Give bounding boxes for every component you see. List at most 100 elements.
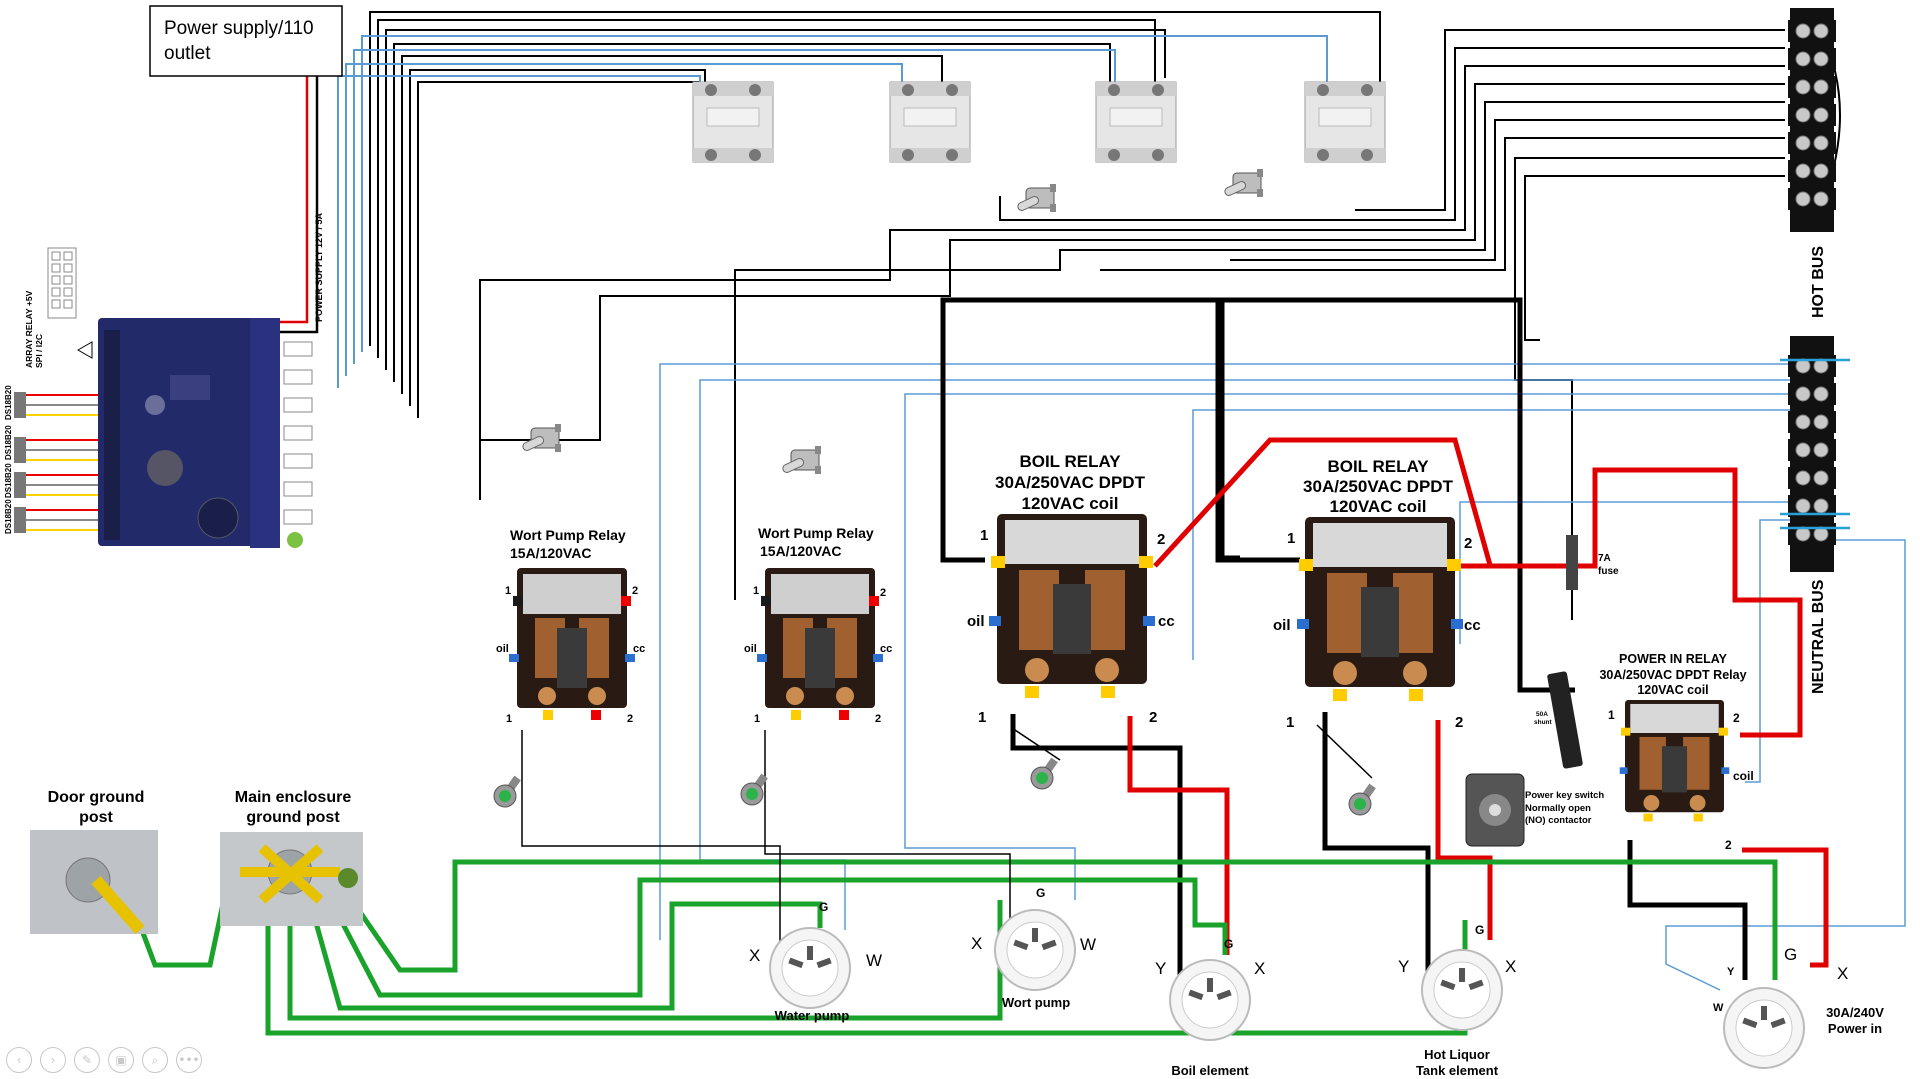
power-in-relay-coil: 120VAC coil <box>1637 683 1708 697</box>
boil-relay-2: BOIL RELAY 30A/250VAC DPDT 120VAC coil 1… <box>1273 457 1481 731</box>
hlt-element-label2: Tank element <box>1416 1063 1499 1078</box>
sensor-label-2: DS18B20 <box>4 425 13 460</box>
shunt-line2: shunt <box>1534 719 1553 726</box>
wort-relay-1-b2: 2 <box>627 713 633 725</box>
pilot-lights <box>493 757 1377 816</box>
fuse-line1: 7A <box>1598 553 1611 564</box>
water-pump-x: X <box>749 946 760 965</box>
boil-relay-1-b2: 2 <box>1149 709 1157 726</box>
boil-relay-1-title: BOIL RELAY <box>1019 452 1121 471</box>
controller-board: ARRAY RELAY +5V SPI / I2C POWER SUPPLY 1… <box>4 212 324 548</box>
toggle-switch-4 <box>1223 168 1264 198</box>
pen-icon[interactable]: ✎ <box>74 1047 100 1073</box>
power-in-relay-spec: 30A/250VAC DPDT Relay <box>1599 668 1746 682</box>
hot-bus-label: HOT BUS <box>1810 246 1827 318</box>
ssr-2 <box>889 81 971 163</box>
more-icon[interactable]: ••• <box>176 1047 202 1073</box>
back-icon[interactable]: ‹ <box>6 1047 32 1073</box>
power-in-relay-coil-terminal: coil <box>1733 769 1754 783</box>
slideshow-nav: ‹ › ✎ ▣ ⌕ ••• <box>6 1047 202 1073</box>
toggle-switch-1 <box>521 423 562 453</box>
forward-icon[interactable]: › <box>40 1047 66 1073</box>
main-ground-post: Main enclosure ground post <box>220 789 363 926</box>
power-key-switch: Power key switch Normally open (NO) cont… <box>1465 773 1604 847</box>
shunt-line1: 50A <box>1536 711 1548 718</box>
key-switch-line2: Normally open <box>1525 803 1591 814</box>
wort-relay-2-oil: oil <box>744 643 757 655</box>
neutral-wires <box>659 363 1906 991</box>
wort-relay-2-b2: 2 <box>875 713 881 725</box>
hot-line-wires <box>1127 437 1829 968</box>
power-in-relay-t1: 1 <box>1608 708 1615 722</box>
power-supply-line1: Power supply/110 <box>164 18 314 39</box>
fuse-line2: fuse <box>1598 566 1619 577</box>
zoom-icon[interactable]: ⌕ <box>142 1047 168 1073</box>
array-relay-label: ARRAY RELAY +5V <box>24 290 34 368</box>
hlt-element-y: Y <box>1398 957 1409 976</box>
boil-relay-1: BOIL RELAY 30A/250VAC DPDT 120VAC coil 1… <box>967 452 1175 726</box>
sensor-label-3: DS18B20 <box>4 463 13 498</box>
door-ground-line2: post <box>79 809 113 826</box>
power-supply-line2: outlet <box>164 43 211 64</box>
fuse: 7A fuse <box>1566 510 1619 620</box>
boil-element-outlet: Y X G Boil element <box>1155 937 1265 1078</box>
water-pump-label: Water pump <box>775 1008 850 1023</box>
water-pump-w: W <box>866 951 882 970</box>
wort-pump-outlet: X W G Wort pump <box>971 886 1096 1010</box>
power-in-relay-b2: 2 <box>1725 838 1732 852</box>
pilot-light-4 <box>1348 783 1377 816</box>
spi-i2c-label: SPI / I2C <box>34 334 44 368</box>
wort-relay-1-b1: 1 <box>506 713 512 725</box>
ssr-3 <box>1095 81 1177 163</box>
boil-element-y: Y <box>1155 959 1166 978</box>
hlt-element-x: X <box>1505 957 1516 976</box>
boil-relay-1-cc: cc <box>1158 613 1175 630</box>
boil-relay-2-t1: 1 <box>1287 530 1295 547</box>
boil-relay-2-b1: 1 <box>1286 714 1294 731</box>
wort-pump-w: W <box>1080 935 1096 954</box>
water-pump-g: G <box>819 900 828 914</box>
power-in-w: W <box>1713 1002 1724 1014</box>
sensor-label-4: DS18B20 <box>4 499 13 534</box>
wort-relay-2-title: Wort Pump Relay <box>758 525 874 541</box>
boil-relay-1-oil: oil <box>967 613 985 630</box>
ssr-4 <box>1304 81 1386 163</box>
signal-wires-blue <box>337 35 1328 388</box>
wort-relay-1-t2: 2 <box>632 585 638 597</box>
wort-pump-relay-1: Wort Pump Relay 15A/120VAC 1 2 oil cc 1 … <box>496 527 645 725</box>
door-ground-post: Door ground post <box>30 789 158 934</box>
hot-bus: HOT BUS <box>1787 8 1837 318</box>
wort-pump-relay-2: Wort Pump Relay 15A/120VAC 1 2 oil cc 1 … <box>744 525 892 725</box>
toggle-switch-2 <box>781 445 822 475</box>
solid-state-relays <box>692 81 1386 163</box>
hot-bus-wires <box>479 29 1785 600</box>
power-in-label1: 30A/240V <box>1826 1005 1884 1020</box>
power-in-relay-t2: 2 <box>1733 711 1740 725</box>
wort-relay-1-oil: oil <box>496 643 509 655</box>
boil-relay-1-t2: 2 <box>1157 531 1165 548</box>
ssr-1 <box>692 81 774 163</box>
power-in-label2: Power in <box>1828 1021 1882 1036</box>
window-icon[interactable]: ▣ <box>108 1047 134 1073</box>
wort-relay-1-title: Wort Pump Relay <box>510 527 626 543</box>
hlt-element-outlet: Y X G Hot Liquor Tank element <box>1398 923 1516 1078</box>
power-supply-box: Power supply/110 outlet <box>149 5 343 77</box>
main-ground-line1: Main enclosure <box>235 789 352 806</box>
boil-relay-1-spec: 30A/250VAC DPDT <box>995 473 1146 492</box>
boil-relay-2-oil: oil <box>1273 617 1291 634</box>
boil-relay-2-spec: 30A/250VAC DPDT <box>1303 477 1454 496</box>
water-pump-outlet: X W G Water pump <box>749 900 882 1023</box>
wort-relay-2-spec: 15A/120VAC <box>760 543 841 559</box>
sensor-leads <box>20 394 98 531</box>
boil-element-g: G <box>1224 937 1233 951</box>
wort-pump-g: G <box>1036 886 1045 900</box>
pilot-light-3 <box>1030 757 1059 790</box>
boil-relay-2-t2: 2 <box>1464 535 1472 552</box>
wort-relay-2-t1: 1 <box>753 585 759 597</box>
power-supply-rating-label: POWER SUPPLY 12V / 5A <box>314 212 324 322</box>
door-ground-line1: Door ground <box>48 789 145 806</box>
neutral-bus-label: NEUTRAL BUS <box>1810 579 1827 694</box>
key-switch-line3: (NO) contactor <box>1525 815 1592 826</box>
power-in-relay-title: POWER IN RELAY <box>1619 652 1728 666</box>
